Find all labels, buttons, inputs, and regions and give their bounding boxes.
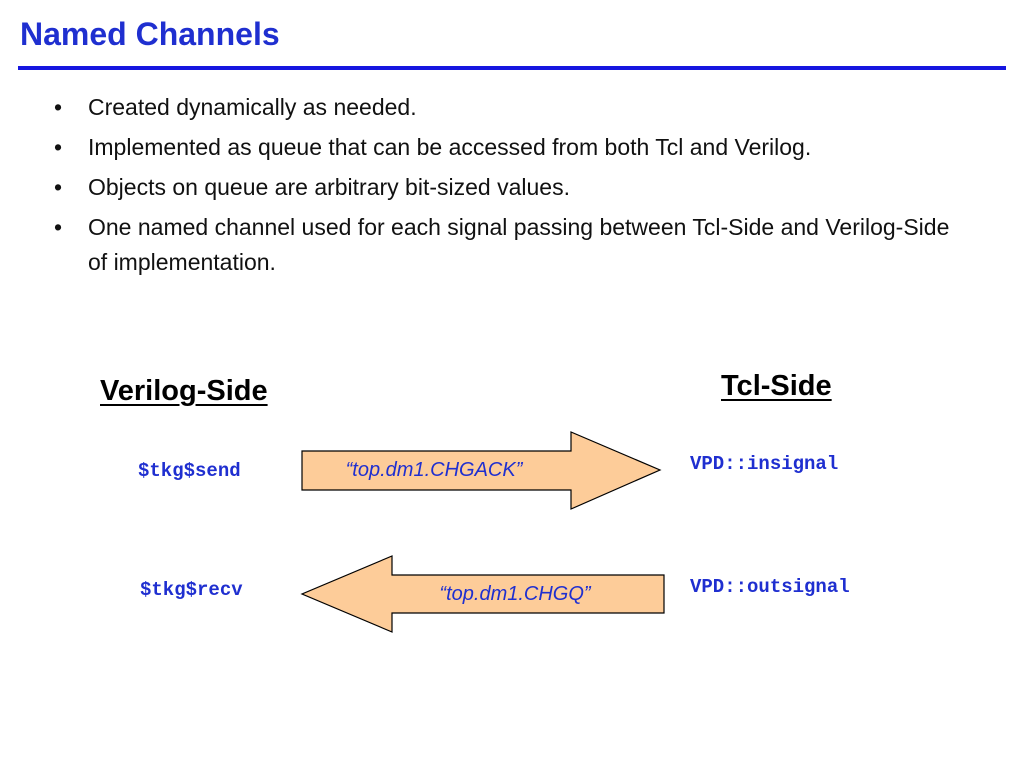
bullet-item: • One named channel used for each signal… — [50, 210, 968, 280]
bullet-item: • Implemented as queue that can be acces… — [50, 130, 1000, 165]
bullet-marker: • — [54, 214, 63, 240]
bullet-marker: • — [54, 134, 63, 160]
bullet-item: • Objects on queue are arbitrary bit-siz… — [50, 170, 1000, 205]
channel-name-chgack: “top.dm1.CHGACK” — [345, 459, 523, 481]
right-arrow-icon — [301, 431, 662, 510]
channel-name-chgq: “top.dm1.CHGQ” — [439, 583, 591, 605]
tcl-side-heading: Tcl-Side — [721, 370, 832, 402]
verilog-side-heading: Verilog-Side — [100, 375, 268, 407]
bullet-text: One named channel used for each signal p… — [88, 214, 950, 275]
bullet-marker: • — [54, 94, 63, 120]
bullet-marker: • — [54, 174, 63, 200]
slide-title: Named Channels — [20, 16, 280, 52]
verilog-send-task: $tkg$send — [138, 460, 241, 482]
bullet-text: Implemented as queue that can be accesse… — [88, 134, 812, 160]
verilog-recv-task: $tkg$recv — [140, 579, 243, 601]
tcl-outsignal-proc: VPD::outsignal — [690, 576, 850, 598]
bullet-text: Objects on queue are arbitrary bit-sized… — [88, 174, 570, 200]
tcl-insignal-proc: VPD::insignal — [690, 453, 839, 475]
left-arrow-icon — [300, 555, 665, 633]
bullet-item: • Created dynamically as needed. — [50, 90, 1000, 125]
bullet-text: Created dynamically as needed. — [88, 94, 417, 120]
title-divider — [18, 66, 1006, 70]
bullet-list: • Created dynamically as needed. • Imple… — [50, 90, 1000, 285]
